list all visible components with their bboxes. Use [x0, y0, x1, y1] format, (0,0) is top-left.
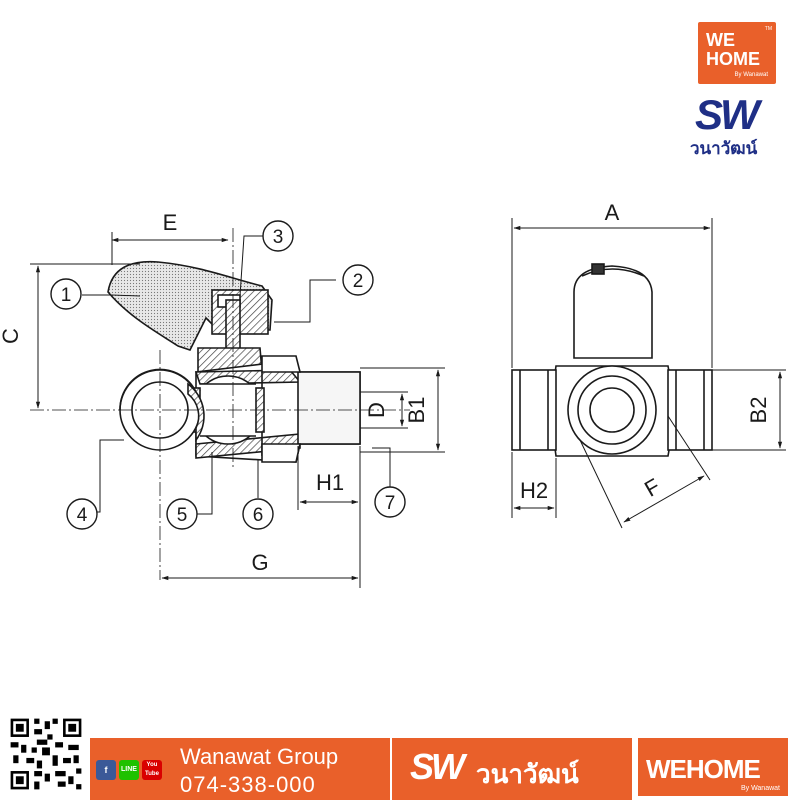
line-icon[interactable]: LINE: [119, 760, 139, 780]
callout-3: [262, 220, 294, 252]
wehome-footer-logo: WEHOME By Wanawat: [634, 738, 794, 800]
dim-label-h2: H2: [520, 478, 548, 503]
front-right-port: [667, 369, 713, 451]
callout-7-label: 7: [385, 493, 396, 514]
callout-4-label: 4: [77, 505, 88, 526]
wehome-logo-by: By Wanawat: [734, 72, 768, 78]
youtube-icon[interactable]: You Tube: [142, 760, 162, 780]
sw-footer-logo: SW วนาวัฒน์: [392, 738, 632, 800]
dim-label-a: A: [605, 200, 620, 225]
callout-2: [342, 264, 374, 296]
trademark-mark: TM: [764, 26, 772, 32]
sw-logo-name: วนาวัฒน์: [690, 139, 758, 158]
callout-1: [50, 278, 82, 310]
phone-number: 074-338-000: [180, 772, 316, 797]
front-view-dimensions: [511, 218, 786, 529]
dim-label-h1: H1: [316, 470, 344, 495]
dim-label-g: G: [251, 550, 268, 575]
facebook-icon[interactable]: f: [96, 760, 116, 780]
wehome-logo-we: WE: [706, 30, 735, 50]
contact-panel: f LINE You Tube Wanawat Group 074-338-00…: [90, 738, 390, 800]
callout-4: [66, 498, 98, 530]
footer-bar: f LINE You Tube Wanawat Group 074-338-00…: [0, 716, 800, 800]
sw-footer-mark: SW: [410, 746, 465, 787]
wehome-logo-home: HOME: [706, 49, 760, 69]
dim-label-b1: B1: [404, 397, 429, 424]
front-view: [511, 263, 713, 457]
threaded-end: [297, 371, 361, 445]
company-name: Wanawat Group: [180, 744, 339, 769]
wehome-footer-by: By Wanawat: [740, 785, 780, 792]
callout-6: [242, 498, 274, 530]
callout-5: [166, 498, 198, 530]
side-view: [30, 228, 410, 580]
dim-label-b2: B2: [746, 397, 771, 424]
sw-footer-name: วนาวัฒน์: [476, 759, 579, 789]
callout-3-label: 3: [273, 227, 284, 248]
callout-1-label: 1: [61, 285, 72, 306]
dim-label-e: E: [163, 210, 178, 235]
callout-7: [374, 486, 406, 518]
callouts: [50, 220, 406, 530]
wehome-footer-box: WEHOME By Wanawat: [638, 738, 788, 796]
front-left-port: [511, 369, 557, 451]
dim-label-d: D: [364, 402, 389, 418]
callout-2-label: 2: [353, 271, 364, 292]
sw-logo-mark: SW: [695, 91, 760, 138]
callout-6-label: 6: [253, 505, 264, 526]
front-handle: [573, 265, 653, 359]
social-icons: f LINE You Tube: [96, 760, 162, 780]
dim-label-c: C: [0, 328, 23, 344]
side-view-dimensions: [30, 232, 445, 588]
sw-logo: SW วนาวัฒน์: [690, 91, 785, 159]
callout-5-label: 5: [177, 505, 188, 526]
wehome-logo: TM WE HOME By Wanawat: [698, 22, 776, 84]
wehome-footer-text: WEHOME: [646, 754, 761, 784]
qr-code-icon: [8, 716, 84, 792]
dim-label-f: F: [640, 473, 664, 501]
